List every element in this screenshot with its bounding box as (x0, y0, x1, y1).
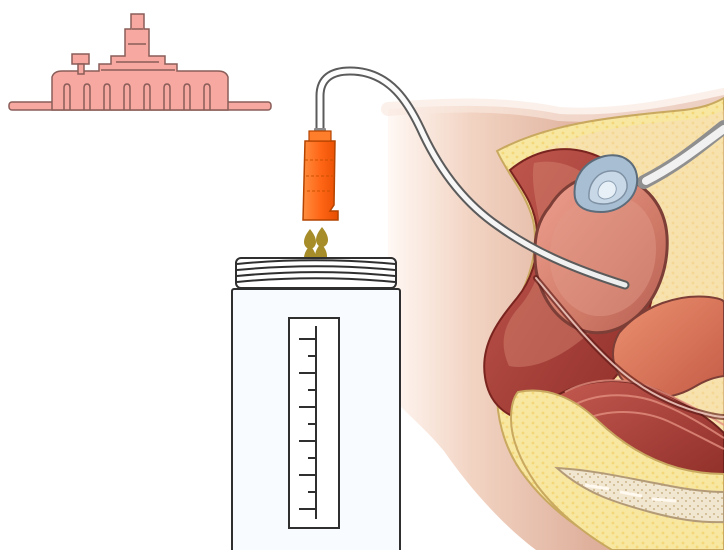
catheter-connector-icon (303, 131, 338, 220)
collection-cap-icon (9, 14, 271, 110)
measurement-jar-icon (232, 258, 400, 550)
